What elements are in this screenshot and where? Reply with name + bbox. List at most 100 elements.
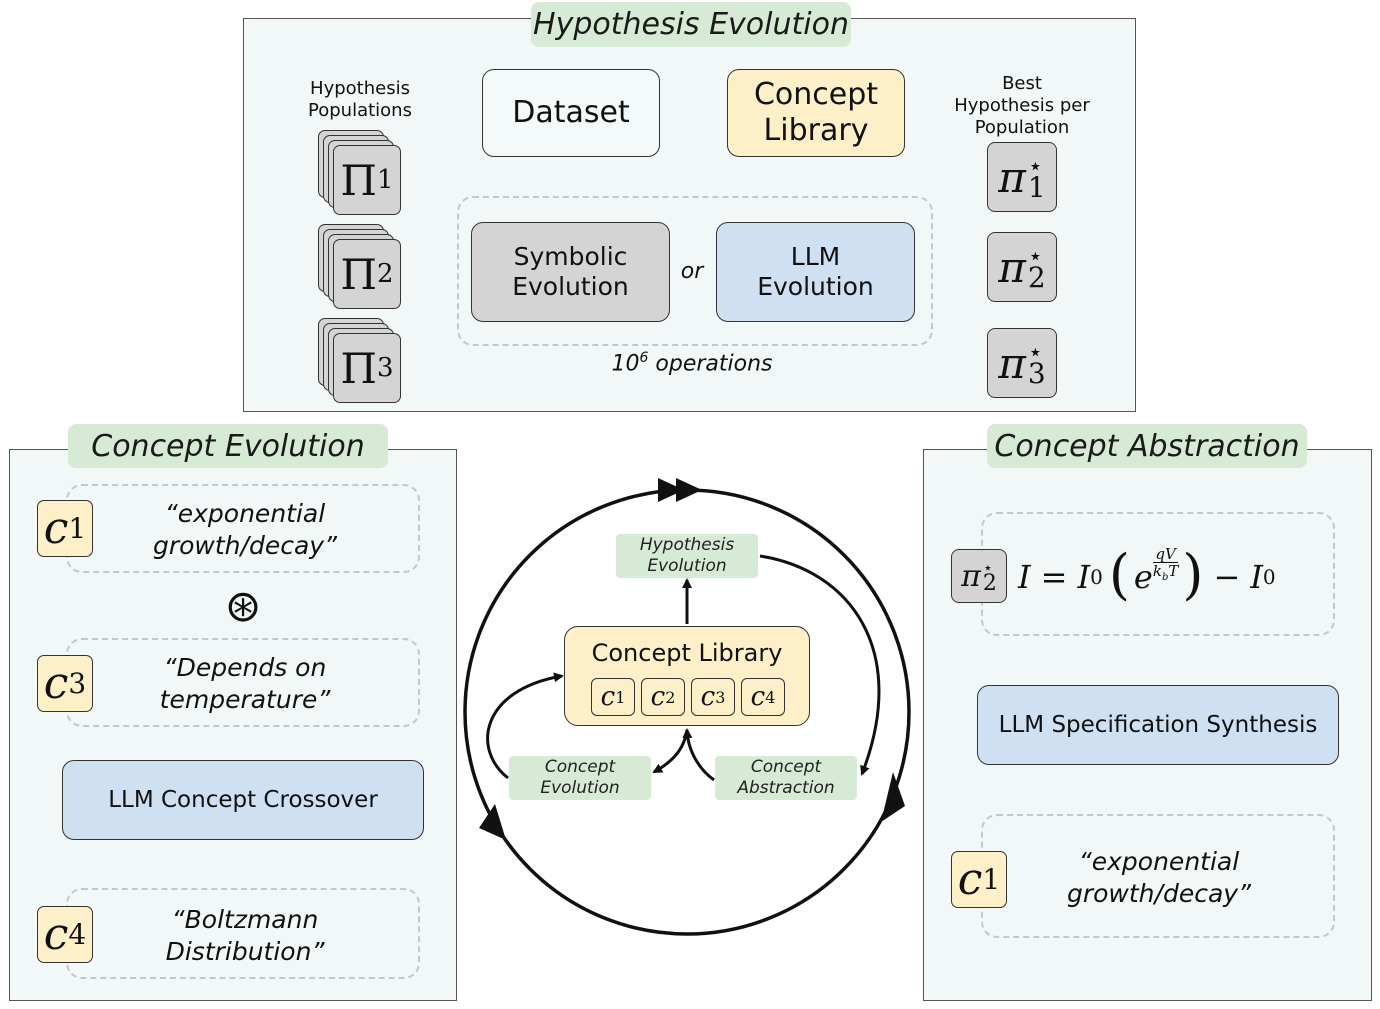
concept-symbol: c xyxy=(43,909,69,960)
best-index: 2 xyxy=(1027,261,1046,294)
llm-concept-crossover-box: LLM Concept Crossover xyxy=(62,760,424,840)
evolution-operations-region xyxy=(457,196,933,346)
eq-minus: − xyxy=(1213,558,1241,596)
eq-right-paren: ) xyxy=(1182,542,1204,606)
best-hypothesis-label: Best Hypothesis per Population xyxy=(954,73,1090,138)
concept-abstraction-title: Concept Abstraction xyxy=(987,424,1307,468)
eq-i0-2: I xyxy=(1250,558,1263,596)
abstraction-hypothesis-symbol: π xyxy=(961,558,981,594)
concept-library-box: Concept Library xyxy=(727,69,905,157)
eq-den-t: T xyxy=(1168,562,1179,580)
llm-specification-synthesis-box: LLM Specification Synthesis xyxy=(977,685,1339,765)
library-concept-symbol: c xyxy=(700,682,716,712)
crossover-operator-icon: ⊛ xyxy=(224,581,262,632)
eq-e: e xyxy=(1133,558,1153,596)
best-index: 3 xyxy=(1027,357,1046,390)
cycle-arrowhead-right xyxy=(881,772,905,822)
operations-text: operations xyxy=(648,351,773,377)
eq-i0-sub: 0 xyxy=(1090,565,1103,589)
library-concept-index: 4 xyxy=(765,687,776,707)
library-concept-index: 2 xyxy=(665,687,676,707)
concept-index: 3 xyxy=(68,667,87,700)
symbolic-evolution-box: Symbolic Evolution xyxy=(471,222,670,322)
best-symbol: π xyxy=(998,242,1026,292)
population-index: 1 xyxy=(377,165,394,195)
eq-left-paren: ( xyxy=(1108,542,1130,606)
eq-i0: I xyxy=(1077,558,1091,596)
concept-symbol: c xyxy=(43,658,69,709)
eq-exponent: qV kbT xyxy=(1153,546,1179,586)
library-concept-symbol: c xyxy=(650,682,666,712)
eq-num: qV xyxy=(1153,545,1178,563)
operations-exponent: 6 xyxy=(639,350,649,366)
concept-text-c3: “Depends on temperature” xyxy=(159,653,331,714)
population-symbol: Π xyxy=(340,155,378,205)
eq-equals: = xyxy=(1040,558,1068,596)
best-hypothesis-2: π ⋆2 xyxy=(987,232,1057,302)
operations-count: 106 operations xyxy=(592,350,792,376)
best-star: ⋆ xyxy=(1027,242,1043,270)
llm-evolution-box: LLM Evolution xyxy=(716,222,915,322)
dataset-box: Dataset xyxy=(482,69,660,157)
concept-index: 1 xyxy=(68,512,87,545)
abstraction-hypothesis-star: ⋆ xyxy=(982,558,993,577)
arrow-abstraction-to-library xyxy=(682,728,715,782)
population-index: 3 xyxy=(377,353,394,383)
cycle-concept-library-title: Concept Library xyxy=(591,639,783,667)
best-symbol: π xyxy=(998,338,1026,388)
hypothesis-evolution-title: Hypothesis Evolution xyxy=(531,2,851,47)
concept-evolution-title: Concept Evolution xyxy=(68,424,388,468)
result-concept-text: “exponential growth/decay” xyxy=(1066,847,1252,908)
concept-text-c1: “exponential growth/decay” xyxy=(152,499,338,560)
best-hypothesis-1: π ⋆1 xyxy=(987,142,1057,212)
concept-text-c4: “Boltzmann Distribution” xyxy=(165,905,325,966)
operations-base: 10 xyxy=(611,351,640,377)
library-concept-index: 1 xyxy=(615,687,626,707)
library-concept-symbol: c xyxy=(600,682,616,712)
best-symbol: π xyxy=(998,152,1026,202)
concept-index: 4 xyxy=(68,918,87,951)
or-label: or xyxy=(680,259,704,284)
eq-den: k xyxy=(1152,562,1162,580)
abstraction-hypothesis-badge: π ⋆2 xyxy=(951,549,1007,603)
best-index: 1 xyxy=(1027,171,1046,204)
library-concept-index: 3 xyxy=(715,687,726,707)
cycle-hypothesis-evolution-label: Hypothesis Evolution xyxy=(616,534,758,578)
cycle-arrowhead-top xyxy=(658,478,702,502)
abstraction-hypothesis-index: 2 xyxy=(982,571,997,596)
arrow-library-to-evolution xyxy=(652,729,689,774)
concept-symbol: c xyxy=(43,503,69,554)
best-hypothesis-3: π ⋆3 xyxy=(987,328,1057,398)
best-star: ⋆ xyxy=(1027,152,1043,180)
cycle-arrowhead-left xyxy=(479,804,506,840)
population-index: 2 xyxy=(377,259,394,289)
best-star: ⋆ xyxy=(1027,338,1043,366)
cycle-concept-abstraction-label: Concept Abstraction xyxy=(715,756,857,800)
result-concept-symbol: c xyxy=(957,854,983,905)
population-symbol: Π xyxy=(340,249,378,299)
eq-i0-2-sub: 0 xyxy=(1262,565,1276,589)
library-concept-symbol: c xyxy=(750,682,766,712)
arrow-evolution-to-library xyxy=(486,672,564,780)
population-symbol: Π xyxy=(340,343,378,393)
eq-den-sub: b xyxy=(1161,572,1169,583)
eq-lhs: I xyxy=(1018,558,1031,596)
cycle-concept-evolution-label: Concept Evolution xyxy=(509,756,651,800)
arrow-hypothesis-to-abstraction xyxy=(759,554,881,776)
populations-label: Hypothesis Populations xyxy=(308,78,412,121)
